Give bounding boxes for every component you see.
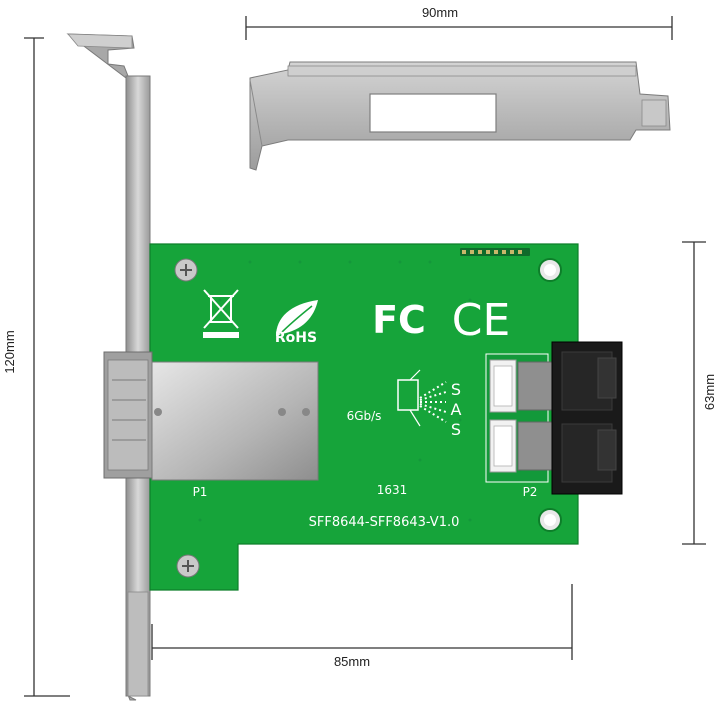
screw-icon — [174, 258, 200, 578]
sas-speed-icon — [397, 369, 447, 427]
svg-text:S: S — [451, 420, 461, 439]
board-code: 1631 — [377, 483, 408, 497]
sff8644-connector — [103, 351, 319, 481]
pcb-board — [149, 243, 579, 591]
port1-label: P1 — [193, 485, 208, 499]
svg-text:A: A — [451, 400, 462, 419]
board-model: SFF8644-SFF8643-V1.0 — [309, 515, 460, 530]
low-profile-bracket — [249, 61, 671, 171]
speed-label: 6Gb/s — [347, 409, 382, 423]
dimension-top-label: 90mm — [422, 5, 458, 20]
dimension-left-label: 120mm — [2, 330, 17, 373]
dimension-right-label: 63mm — [702, 374, 717, 410]
svg-text:S: S — [451, 380, 461, 399]
rohs-label: RoHS — [275, 330, 317, 346]
fcc-mark: FC — [372, 298, 426, 342]
weee-bin-icon — [203, 289, 239, 338]
dimension-bottom-label: 85mm — [334, 654, 370, 669]
mount-hole — [538, 258, 562, 532]
dimension-right — [682, 241, 706, 545]
rohs-leaf-icon — [276, 300, 318, 336]
sff8643-connector — [485, 341, 623, 495]
sas-label: S A S — [451, 380, 462, 439]
dimension-bottom — [151, 584, 573, 660]
dimension-top — [245, 16, 673, 40]
ce-mark: CE — [452, 295, 511, 346]
port2-label: P2 — [523, 485, 538, 499]
dimension-left — [24, 37, 70, 697]
